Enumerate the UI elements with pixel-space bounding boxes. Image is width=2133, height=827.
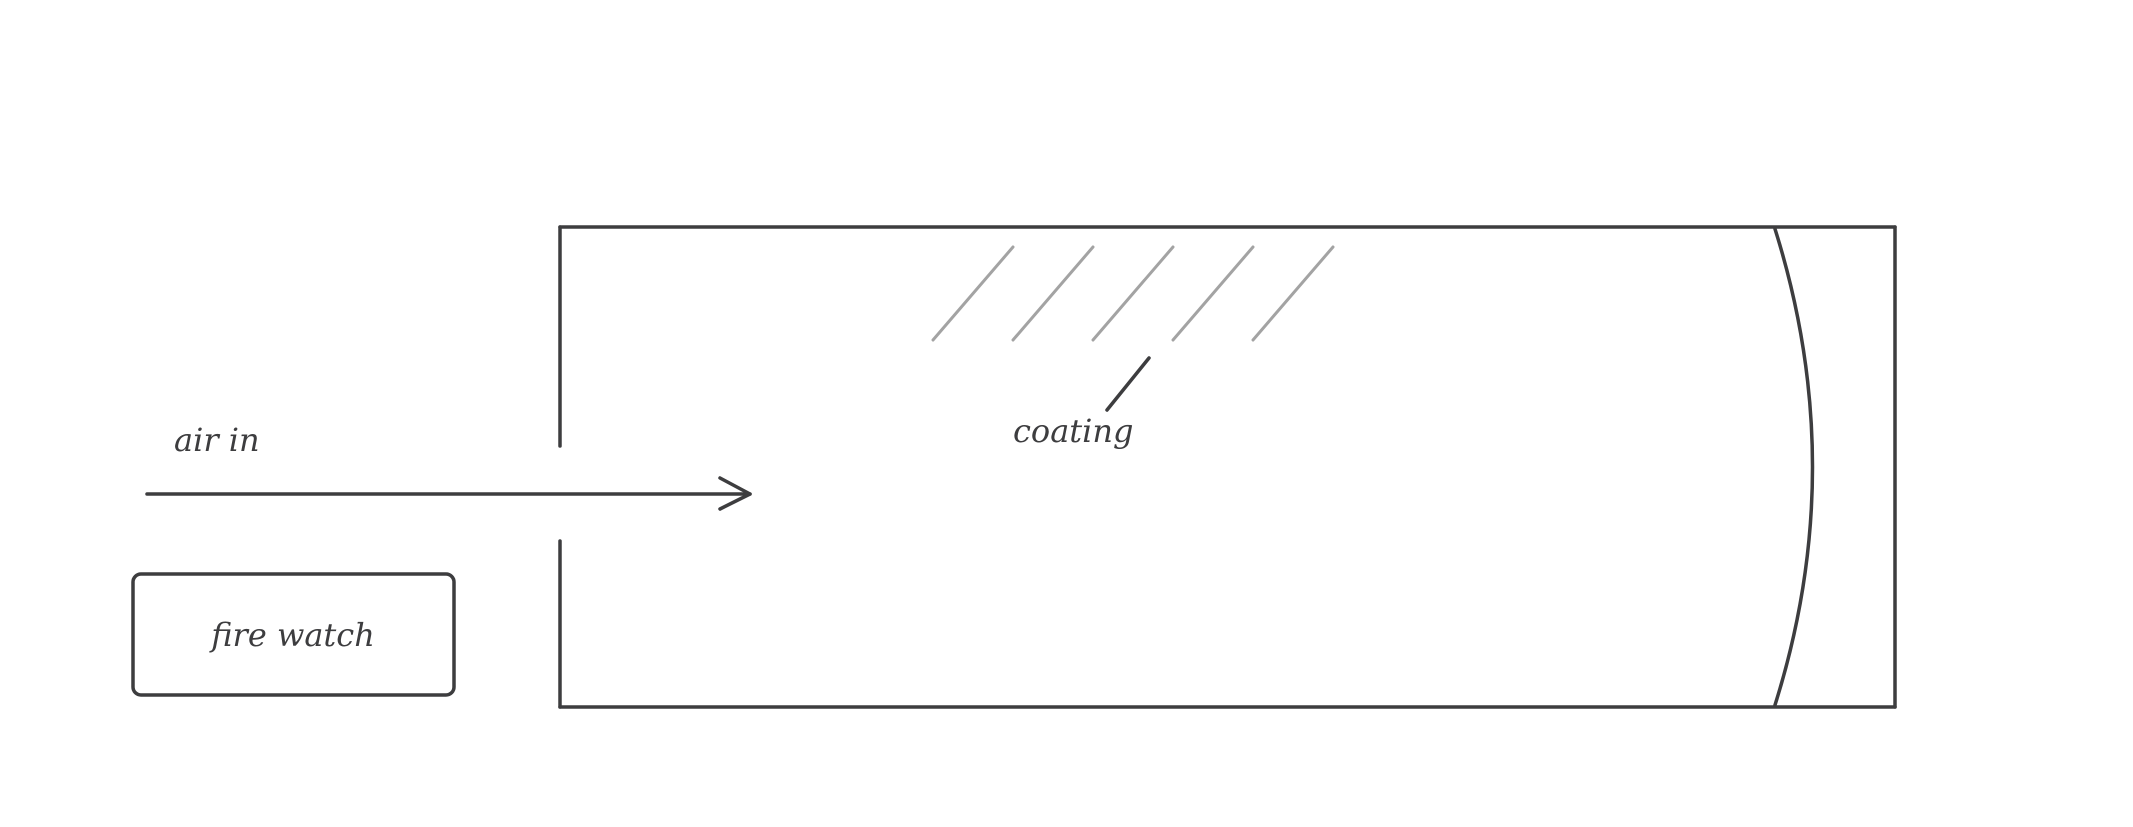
fire-watch-label: fire watch	[209, 616, 375, 654]
coating-hatch	[931, 245, 1335, 342]
chamber	[558, 225, 1897, 709]
hatch-mark	[1251, 245, 1335, 342]
hatch-mark	[1091, 245, 1175, 342]
fire-watch-box	[131, 572, 456, 697]
air-in-arrow	[145, 476, 752, 511]
air-in-label: air in	[174, 421, 260, 459]
arrow-head	[718, 476, 752, 511]
coating-label: coating	[1013, 412, 1133, 450]
hatch-mark	[1171, 245, 1255, 342]
coating-leader-line	[1105, 356, 1151, 412]
hatch-mark	[1011, 245, 1095, 342]
curved-end-panel	[1773, 227, 1815, 707]
hatch-mark	[931, 245, 1015, 342]
